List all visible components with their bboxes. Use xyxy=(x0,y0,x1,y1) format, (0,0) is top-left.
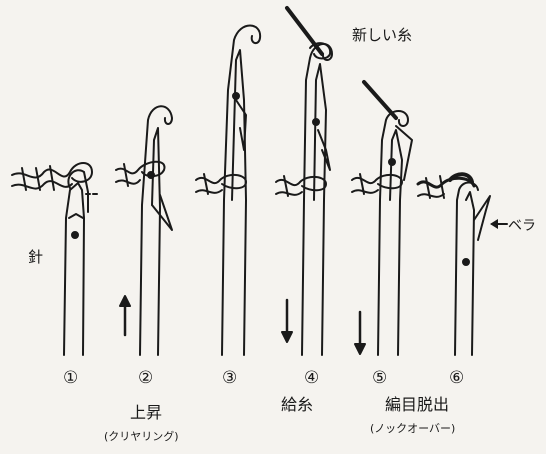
step-rise-label: 上昇 xyxy=(130,403,162,422)
step-feed-label: 給糸 xyxy=(281,395,313,414)
stage-number-4: ④ xyxy=(304,368,319,388)
old-loop-stage-4 xyxy=(276,176,326,196)
needle-stage-2 xyxy=(140,106,172,355)
step-knockover-sublabel: (ノックオーバー) xyxy=(370,422,455,435)
latch-open-stage-6 xyxy=(474,196,490,240)
latch-open-stage-2 xyxy=(152,195,172,230)
old-loop-stage-3 xyxy=(196,174,246,194)
latch-label: ベラ xyxy=(508,218,536,234)
stage-number-row: ① ② ③ ④ ⑤ ⑥ xyxy=(63,368,464,388)
step-knockover-label: 編目脱出 xyxy=(385,395,449,414)
new-yarn-stage-4 xyxy=(287,8,322,54)
needle-stage-6 xyxy=(455,183,490,356)
needle-label: 針 xyxy=(28,248,43,266)
stage-number-6: ⑥ xyxy=(449,368,464,388)
stage-number-5: ⑤ xyxy=(372,368,387,388)
new-yarn-stage-5 xyxy=(364,82,396,118)
old-loop-stage-2 xyxy=(116,162,164,186)
needle-stage-1 xyxy=(64,170,100,355)
old-loop-stage-5 xyxy=(352,175,402,188)
stage-number-2: ② xyxy=(138,368,153,388)
latch-closing-stage-5 xyxy=(396,126,412,180)
step-rise-sublabel: (クリヤリング) xyxy=(104,429,179,443)
stage-number-1: ① xyxy=(63,368,78,388)
new-yarn-label: 新しい糸 xyxy=(352,26,412,44)
needle-stage-4 xyxy=(302,44,332,355)
needle-stage-5 xyxy=(378,111,412,355)
needle-stage-3 xyxy=(222,26,260,356)
stage-number-3: ③ xyxy=(222,368,237,388)
knocked-over-loop-stage-6 xyxy=(418,174,474,198)
